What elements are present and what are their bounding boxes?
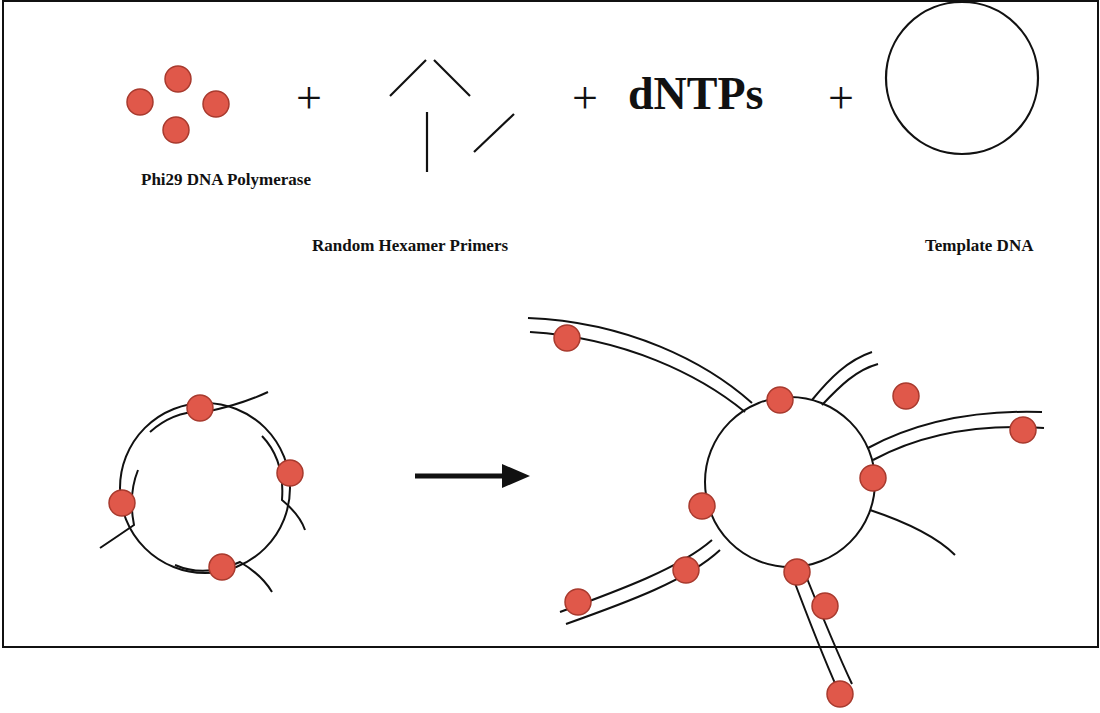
plus-sign: + [828,72,854,125]
component-label: Phi29 DNA Polymerase [141,170,311,190]
process-arrow [415,464,530,488]
amplified-template [528,318,1044,707]
component-label: Random Hexamer Primers [312,236,508,256]
reagent-label: dNTPs [628,68,763,121]
component-label: Template DNA [925,236,1033,256]
primed-template [100,392,305,592]
hexamer-primers [390,60,514,172]
figure-frame [3,1,1098,647]
polymerase-dots [127,66,229,143]
plus-sign: + [296,72,322,125]
plus-sign: + [572,72,598,125]
template-circle [886,2,1038,154]
